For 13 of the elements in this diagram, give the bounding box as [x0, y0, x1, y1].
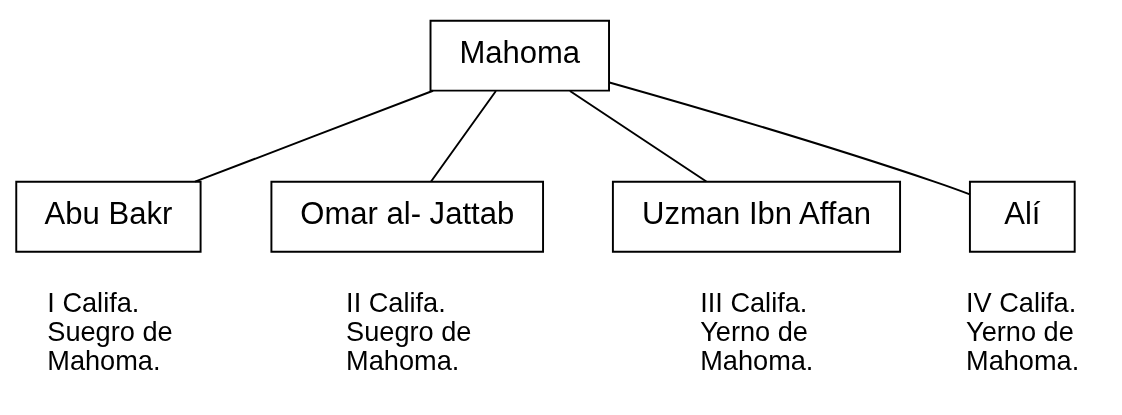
- connector: [608, 81, 971, 195]
- connector: [194, 89, 434, 183]
- node-label: IV Califa. Yerno de Mahoma.: [966, 286, 1080, 376]
- connector: [569, 89, 708, 182]
- connector: [430, 89, 497, 182]
- node-label: III Califa. Yerno de Mahoma.: [700, 286, 814, 376]
- node-box: Uzman Ibn Affan: [611, 180, 902, 253]
- node-box: Alí: [968, 180, 1076, 253]
- node-label: I Califa. Suegro de Mahoma.: [47, 286, 173, 376]
- node-box: Mahoma: [429, 19, 610, 92]
- node-label: II Califa. Suegro de Mahoma.: [346, 286, 472, 376]
- node-box: Abu Bakr: [15, 180, 202, 253]
- node-box: Omar al- Jattab: [270, 180, 544, 253]
